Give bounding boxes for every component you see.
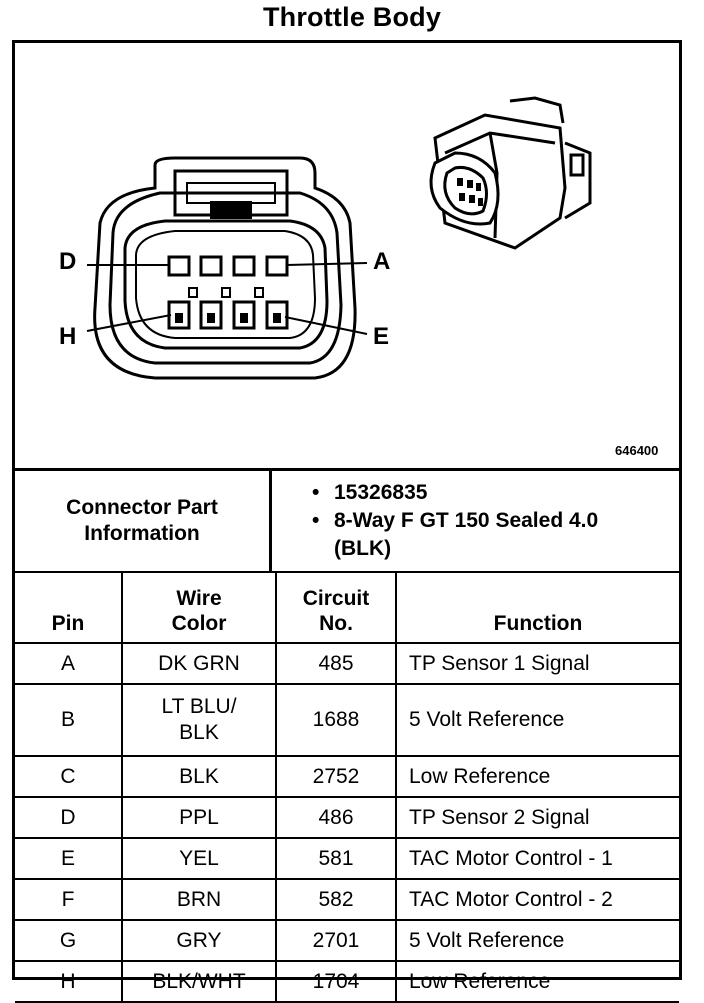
- connector-diagram: D A H E 646400: [15, 43, 679, 468]
- table-row: F BRN 582 TAC Motor Control - 2: [15, 878, 679, 921]
- header-wire-color: Wire Color: [121, 571, 277, 644]
- connector-face-drawing: [86, 96, 592, 380]
- header-pin: Pin: [15, 571, 123, 644]
- connector-info-label: Connector Part Information: [15, 468, 272, 571]
- pin-table-header: Pin Wire Color Circuit No. Function: [15, 571, 679, 644]
- connector-frame: D A H E 646400 Connector Part Informatio…: [12, 40, 682, 1003]
- table-row: C BLK 2752 Low Reference: [15, 755, 679, 798]
- header-function: Function: [395, 571, 679, 644]
- figure-number: 646400: [615, 443, 659, 458]
- table-row: D PPL 486 TP Sensor 2 Signal: [15, 796, 679, 839]
- page-title: Throttle Body: [262, 2, 442, 32]
- table-row: E YEL 581 TAC Motor Control - 1: [15, 837, 679, 880]
- pin-table: Pin Wire Color Circuit No. Function A DK…: [15, 571, 679, 1003]
- table-row: B LT BLU/ BLK 1688 5 Volt Reference: [15, 683, 679, 757]
- connector-info-table: Connector Part Information • 15326835 • …: [15, 468, 679, 571]
- connector-description: • 8-Way F GT 150 Sealed 4.0 (BLK): [312, 507, 679, 563]
- connector-part-number: • 15326835: [312, 479, 679, 507]
- header-circuit: Circuit No.: [275, 571, 397, 644]
- table-row: G GRY 2701 5 Volt Reference: [15, 919, 679, 962]
- bullet-icon: •: [312, 509, 320, 532]
- bullet-icon: •: [312, 481, 320, 504]
- table-row: A DK GRN 485 TP Sensor 1 Signal: [15, 642, 679, 685]
- connector-info-details: • 15326835 • 8-Way F GT 150 Sealed 4.0 (…: [270, 468, 679, 571]
- pin-label-e: E: [373, 323, 390, 350]
- table-row: H BLK/WHT 1704 Low Reference: [15, 960, 679, 1003]
- pin-label-d: D: [59, 248, 77, 275]
- pin-label-h: H: [59, 323, 77, 350]
- pin-label-a: A: [373, 248, 391, 275]
